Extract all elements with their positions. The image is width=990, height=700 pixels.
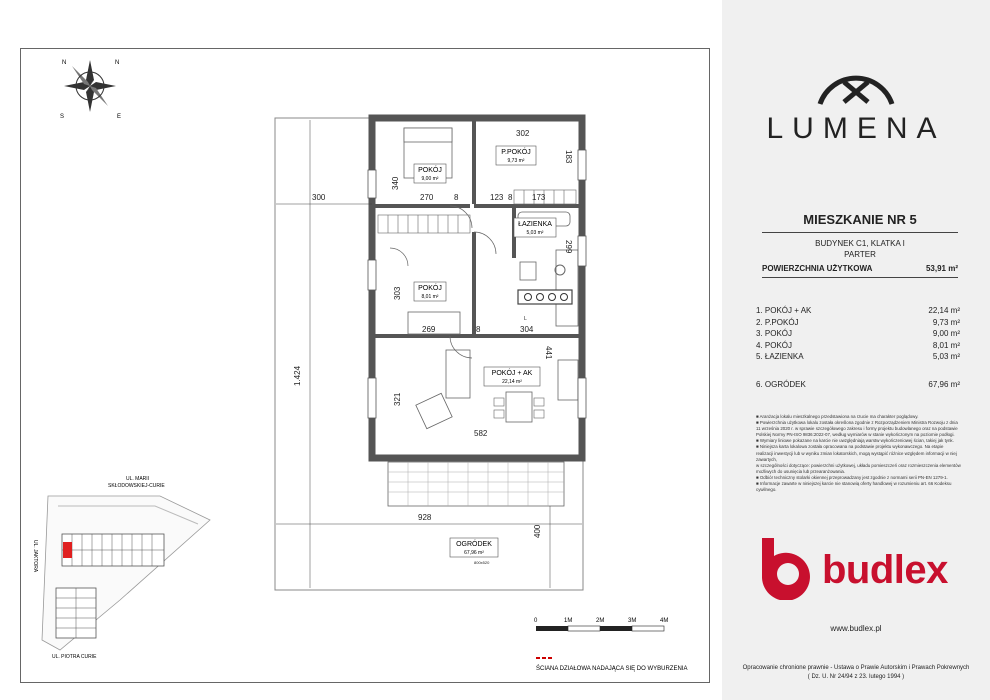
info-panel: LUMENA MIESZKANIE NR 5 BUDYNEK C1, KLATK… (722, 0, 990, 700)
dimension-label: 8 (508, 193, 513, 202)
compass-icon: N N S E (60, 60, 121, 120)
terrace (387, 461, 565, 507)
bed (407, 311, 461, 335)
usable-area-label: POWIERZCHNIA UŻYTKOWA (762, 264, 873, 273)
dimension-label: 302 (516, 129, 530, 138)
dimension-label: 8 (476, 325, 481, 334)
dimension-label: 269 (422, 325, 436, 334)
dimension-label: 299 (564, 240, 573, 254)
kitchen-counter (555, 249, 579, 327)
building-label: BUDYNEK C1, KLATKA I (815, 239, 905, 248)
room-area-ogrodek: 67,96 m² (464, 550, 484, 556)
plan-frame (20, 48, 710, 683)
dimension-label: 400 (533, 524, 542, 538)
apartment-location-marker (63, 542, 72, 558)
room-area-pokoj1: 9,00 m² (422, 176, 439, 182)
bed-pillow (403, 127, 453, 143)
scale-tick: 1M (564, 618, 572, 624)
window (577, 377, 587, 419)
lumena-logo-text: LUMENA (766, 112, 946, 145)
room-name-lazienka: ŁAZIENKA (518, 221, 552, 228)
sofa (445, 349, 471, 399)
floor-label: PARTER (844, 250, 876, 259)
website-link[interactable]: www.budlex.pl (830, 624, 882, 633)
dimension-label: 928 (418, 513, 432, 522)
kitchen-hob (517, 289, 573, 305)
kitchen-counter (557, 359, 579, 401)
window (577, 235, 587, 267)
sink-icon (554, 264, 566, 276)
divider (762, 277, 958, 278)
dimension-label: 441 (544, 346, 553, 360)
door-swings (389, 205, 497, 359)
dimension-label: 123 (490, 193, 504, 202)
scale-bar: 0 1M 2M 3M 4M ŚCIANA DZIAŁOWA NADAJĄCA S… (534, 618, 687, 672)
lumena-logo-icon (817, 75, 895, 105)
copyright: Opracowanie chronione prawnie - Ustawa o… (742, 665, 970, 680)
wardrobe-hatch (377, 189, 577, 234)
notes: ■ Aranżacja lokalu mieszkalnego przedsta… (756, 414, 961, 493)
room-name-pokoj1: POKÓJ (418, 165, 442, 174)
interior-walls (372, 120, 582, 338)
dimension-label: 582 (474, 429, 488, 438)
room-name-ppokoj: P.POKÓJ (501, 147, 530, 156)
dimension-label: 183 (564, 150, 573, 164)
dimension-label: 173 (532, 193, 546, 202)
dimension-label: 303 (393, 286, 402, 300)
window (367, 259, 377, 291)
street-label: SKŁODOWSKIEJ-CURIE (108, 483, 165, 489)
scale-tick: 0 (534, 618, 538, 624)
compass-label: N (115, 60, 119, 66)
dimension-label: 340 (391, 176, 400, 190)
compass-label: E (117, 114, 121, 120)
apartment-title: MIESZKANIE NR 5 (803, 212, 917, 227)
floor-plan-drawing: N N S E (32, 60, 687, 672)
site-plan: UL. MARII SKŁODOWSKIEJ-CURIE UL. JAKTORA… (32, 476, 211, 660)
window (577, 149, 587, 181)
dimension-label: 321 (393, 392, 402, 406)
boundary-note: ŚCIANA DZIAŁOWA NADAJĄCA SIĘ DO WYBURZEN… (536, 664, 687, 672)
compass-label: N (62, 60, 66, 66)
toilet (519, 261, 537, 281)
dimension-lines (276, 120, 582, 588)
floor-plan-panel: N N S E (20, 48, 710, 683)
room-area-lazienka: 5,03 m² (527, 230, 544, 236)
dining-table (505, 391, 533, 423)
usable-area-value: 53,91 m² (925, 264, 958, 273)
street-label: UL. MARII (126, 476, 149, 482)
street-label: UL. PIOTRA CURIE (52, 654, 97, 660)
room-area-pokoj2: 8,01 m² (422, 294, 439, 300)
scale-tick: 4M (660, 618, 668, 624)
room-name-pokojak: POKÓJ + AK (492, 368, 533, 377)
room-name-ogrodek: OGRÓDEK (456, 539, 492, 548)
apartment-walls (368, 114, 586, 462)
small-label: L (524, 316, 527, 322)
street-label: UL. JAKTORA (32, 540, 38, 573)
armchair (415, 392, 453, 430)
scale-tick: 3M (628, 618, 636, 624)
room-name-pokoj2: POKÓJ (418, 283, 442, 292)
dimension-label: 1.424 (293, 365, 302, 386)
dimension-label: 8 (454, 193, 459, 202)
dimension-label: 300 (312, 193, 326, 202)
dimension-label: 304 (520, 325, 534, 334)
dimension-label: 270 (420, 193, 434, 202)
window (367, 377, 377, 419)
compass-label: S (60, 114, 64, 120)
budlex-logo-text: budlex (822, 548, 948, 592)
window-size-label: 800x520 (474, 560, 490, 565)
room-area-pokojak: 22,14 m² (502, 379, 522, 385)
window (367, 169, 377, 199)
budlex-logo-icon (762, 538, 810, 600)
room-area-ppokoj: 9,73 m² (508, 158, 525, 164)
divider (762, 232, 958, 233)
scale-tick: 2M (596, 618, 604, 624)
